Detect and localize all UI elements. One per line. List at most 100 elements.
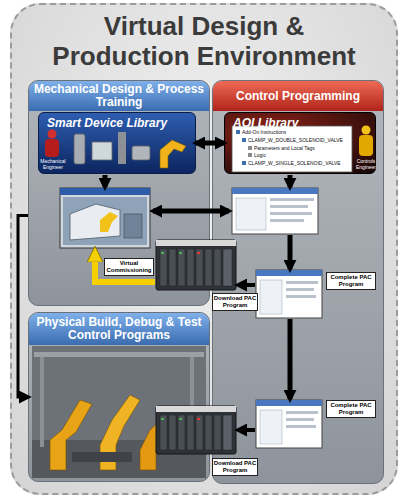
library-band: AOI Library (224, 112, 376, 174)
tree-icon (236, 130, 240, 134)
cad-cell (70, 204, 120, 240)
program-line (270, 205, 308, 208)
cad-robot (100, 212, 118, 232)
robot-arm (50, 400, 92, 470)
program-line (270, 219, 304, 222)
tree-icon (242, 138, 246, 142)
photo-frame (190, 357, 194, 447)
program-tree (260, 410, 282, 444)
plc-module (160, 249, 167, 286)
program-line (286, 295, 316, 298)
robot-arm (100, 395, 140, 470)
window-titlebar (232, 188, 318, 194)
plc-led (197, 252, 200, 254)
device-icon (118, 132, 126, 164)
photo-floor (32, 440, 206, 478)
engineer-figure (48, 130, 57, 139)
process-panel: Smart Device LibraryVirtual Commissionin… (28, 80, 210, 306)
program-tree (260, 280, 282, 314)
plc-module (178, 249, 185, 286)
flow-arrow (288, 175, 293, 187)
program-screen (256, 400, 322, 448)
plc-module (196, 415, 203, 450)
program-label: Complete PAC Program (326, 272, 376, 290)
tree-item: Logic (254, 152, 266, 158)
tree-item: CLAMP_W_SINGLE_SOLENOID_VALVE (248, 160, 341, 166)
window-titlebar (256, 270, 322, 276)
plc-module (214, 249, 221, 286)
device-icon (132, 146, 150, 160)
tree-icon (248, 153, 252, 157)
band-title: Smart Device Library (39, 113, 195, 130)
box-label: Download PAC Program (213, 460, 257, 474)
flow-arrow (238, 428, 255, 432)
plc-module (205, 415, 212, 450)
plc-led (179, 418, 182, 420)
connector-arrow (196, 141, 224, 146)
panel-header: Physical Build, Debug & Test Control Pro… (29, 313, 209, 345)
cad-screenshot (60, 188, 150, 248)
engineer-figure (362, 126, 371, 135)
process-panel: Physical Build, Debug & Test Control Pro… (28, 312, 210, 482)
program-label: Complete PAC Program (326, 400, 376, 418)
plc-led (161, 418, 164, 420)
plc-chassis (156, 406, 236, 454)
role-label: Controls Engineer (352, 159, 380, 170)
diagram-title: Virtual Design & Production Environment (32, 11, 376, 71)
tree-icon (248, 146, 252, 150)
box-label: Download PAC Program (213, 295, 257, 309)
process-panel: AOI LibraryComplete PAC ProgramDownload … (212, 80, 384, 484)
plc-module (205, 249, 212, 286)
cad-machine (124, 214, 142, 238)
program-line (286, 425, 316, 428)
photo-frame (34, 352, 204, 357)
program-line (286, 418, 314, 421)
box-label: Complete PAC Program (327, 402, 375, 416)
plc-module (196, 249, 203, 286)
callout-box: Virtual Commissioning (104, 258, 154, 276)
window-titlebar (256, 400, 322, 406)
commissioning-arrow (95, 251, 155, 282)
program-line (270, 198, 314, 201)
program-screen (256, 270, 322, 318)
tree-item: CLAMP_W_DOUBLE_SOLENOID_VALVE (248, 137, 343, 143)
program-line (286, 288, 314, 291)
box-label: Complete PAC Program (327, 274, 375, 288)
flow-arrow (288, 319, 293, 399)
flow-arrow (288, 235, 293, 269)
plc-module (160, 415, 167, 450)
program-label: Download PAC Program (212, 458, 258, 476)
robot-icon (160, 140, 186, 168)
program-line (286, 281, 318, 284)
tree-window (232, 126, 352, 172)
plc-led (161, 252, 164, 254)
panel-header: Mechanical Design & Process Training (29, 81, 209, 111)
plc-module (169, 415, 176, 450)
connector-arrow (18, 216, 28, 397)
photo-frame (40, 357, 44, 447)
program-tree (236, 198, 266, 230)
plc-module (178, 415, 185, 450)
library-band: Smart Device Library (38, 112, 196, 174)
conveyor (72, 452, 132, 462)
plc-module (223, 249, 232, 286)
plc-module (214, 415, 221, 450)
flow-arrow (103, 175, 108, 187)
robot-photo (32, 346, 206, 478)
tree-icon (242, 161, 246, 165)
panel-header: Control Programming (213, 81, 383, 111)
program-label: Download PAC Program (212, 293, 258, 311)
plc-led (179, 252, 182, 254)
plc-module (169, 249, 176, 286)
plc-module (223, 415, 232, 450)
box-label: Virtual Commissioning (105, 260, 153, 274)
flow-arrow (238, 283, 255, 287)
environment-frame: Smart Device LibraryVirtual Commissionin… (10, 3, 398, 495)
program-line (270, 212, 312, 215)
plc-led (197, 418, 200, 420)
